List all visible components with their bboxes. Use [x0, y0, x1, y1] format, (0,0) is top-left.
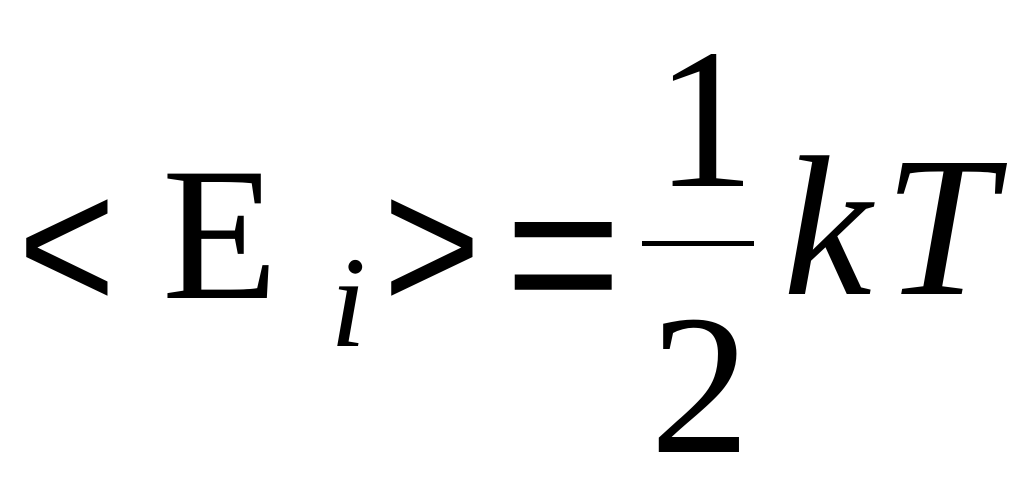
boltzmann-constant: k: [783, 117, 872, 338]
energy-symbol: E: [162, 130, 279, 340]
greater-than-sign: >: [383, 139, 481, 351]
fraction-denominator: 2: [650, 275, 750, 496]
temperature-symbol: T: [884, 117, 996, 338]
fraction-numerator: 1: [655, 9, 755, 230]
equation: < E i > = 1 2 k T: [18, 9, 996, 486]
less-than-sign: <: [18, 139, 116, 351]
subscript-i: i: [330, 231, 367, 375]
fraction-bar: [642, 241, 754, 246]
equals-sign: =: [505, 135, 622, 370]
